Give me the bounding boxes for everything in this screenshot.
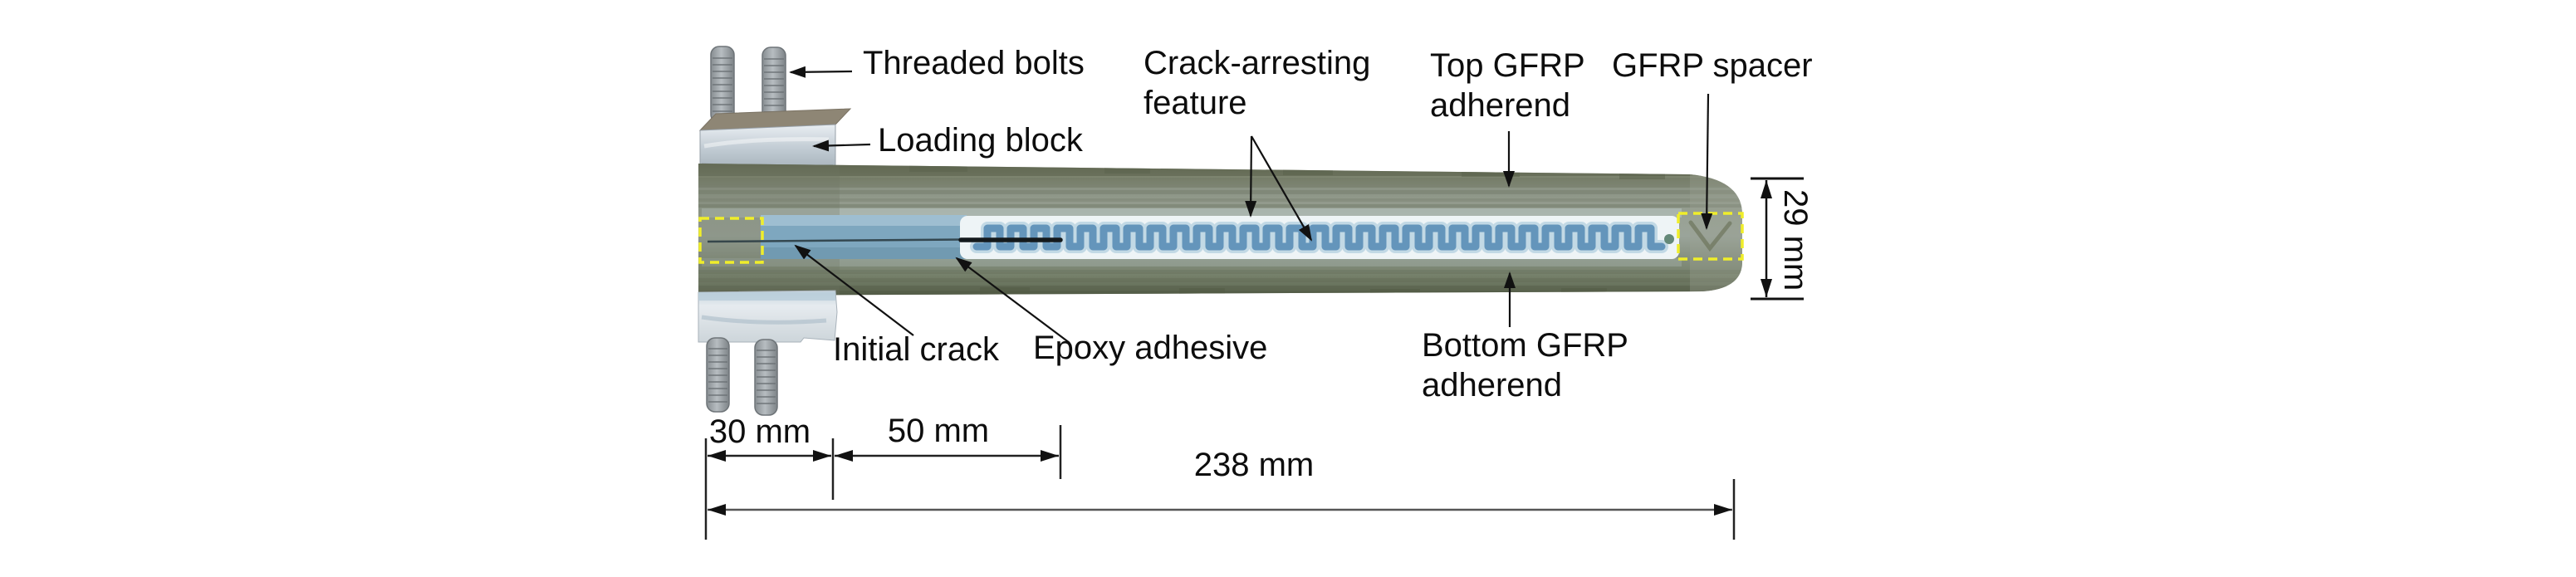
label-epoxy-adhesive-text: Epoxy adhesive — [1033, 330, 1268, 366]
arrow-threaded-bolts — [789, 66, 853, 78]
arrow-crack-arresting-2 — [1251, 135, 1312, 242]
highlight-box-initial-crack — [698, 217, 764, 264]
label-top-adherend-line1: Top GFRP — [1430, 47, 1585, 84]
label-top-adherend-line2: adherend — [1430, 87, 1571, 124]
arrow-gfrp-spacer — [1701, 93, 1713, 230]
label-loading-block: Loading block — [878, 120, 1083, 160]
threaded-bolts-bottom — [706, 337, 778, 416]
label-epoxy-adhesive: Epoxy adhesive — [1033, 328, 1267, 368]
dimension-lines — [704, 177, 1804, 540]
arrow-epoxy-adhesive — [955, 257, 1070, 344]
spacer-v-mark — [1688, 220, 1732, 252]
label-crack-arresting-line1: Crack-arresting — [1144, 45, 1371, 81]
label-threaded-bolts-text: Threaded bolts — [863, 45, 1085, 81]
label-initial-crack: Initial crack — [833, 330, 999, 369]
dimension-238mm: 238 mm — [1163, 447, 1345, 483]
arrow-initial-crack — [794, 244, 914, 336]
arrow-loading-block — [812, 139, 871, 152]
height-dimension — [1751, 177, 1804, 301]
label-bottom-adherend: Bottom GFRP adherend — [1422, 325, 1628, 405]
annotation-arrows — [789, 66, 1713, 344]
label-bottom-adherend-line1: Bottom GFRP — [1422, 327, 1628, 364]
threaded-bolts-top — [710, 46, 786, 124]
dimension-50mm-text: 50 mm — [887, 413, 990, 449]
dimension-238mm-text: 238 mm — [1193, 447, 1315, 483]
label-initial-crack-text: Initial crack — [833, 331, 1000, 368]
dimension-50mm: 50 mm — [868, 413, 1009, 449]
label-gfrp-spacer: GFRP spacer — [1612, 46, 1813, 86]
loading-block-top — [698, 108, 852, 180]
label-crack-arresting: Crack-arresting feature — [1144, 43, 1370, 123]
initial-crack-line — [707, 237, 1063, 243]
label-bottom-adherend-line2: adherend — [1422, 367, 1563, 403]
label-threaded-bolts: Threaded bolts — [863, 43, 1085, 83]
label-top-adherend: Top GFRP adherend — [1430, 46, 1585, 125]
gfrp-beam — [698, 164, 1742, 296]
dimension-29mm-text: 29 mm — [1777, 189, 1814, 291]
dimension-29mm: 29 mm — [1775, 189, 1815, 291]
label-crack-arresting-line2: feature — [1144, 85, 1247, 121]
label-loading-block-text: Loading block — [878, 122, 1083, 159]
label-gfrp-spacer-text: GFRP spacer — [1612, 47, 1813, 84]
crack-arresting-serpentine — [970, 222, 1674, 253]
serpentine-end-dot — [1664, 234, 1674, 244]
dimension-30mm-text: 30 mm — [708, 413, 811, 450]
dimension-30mm: 30 mm — [685, 413, 835, 450]
loading-block-bottom — [698, 290, 838, 343]
